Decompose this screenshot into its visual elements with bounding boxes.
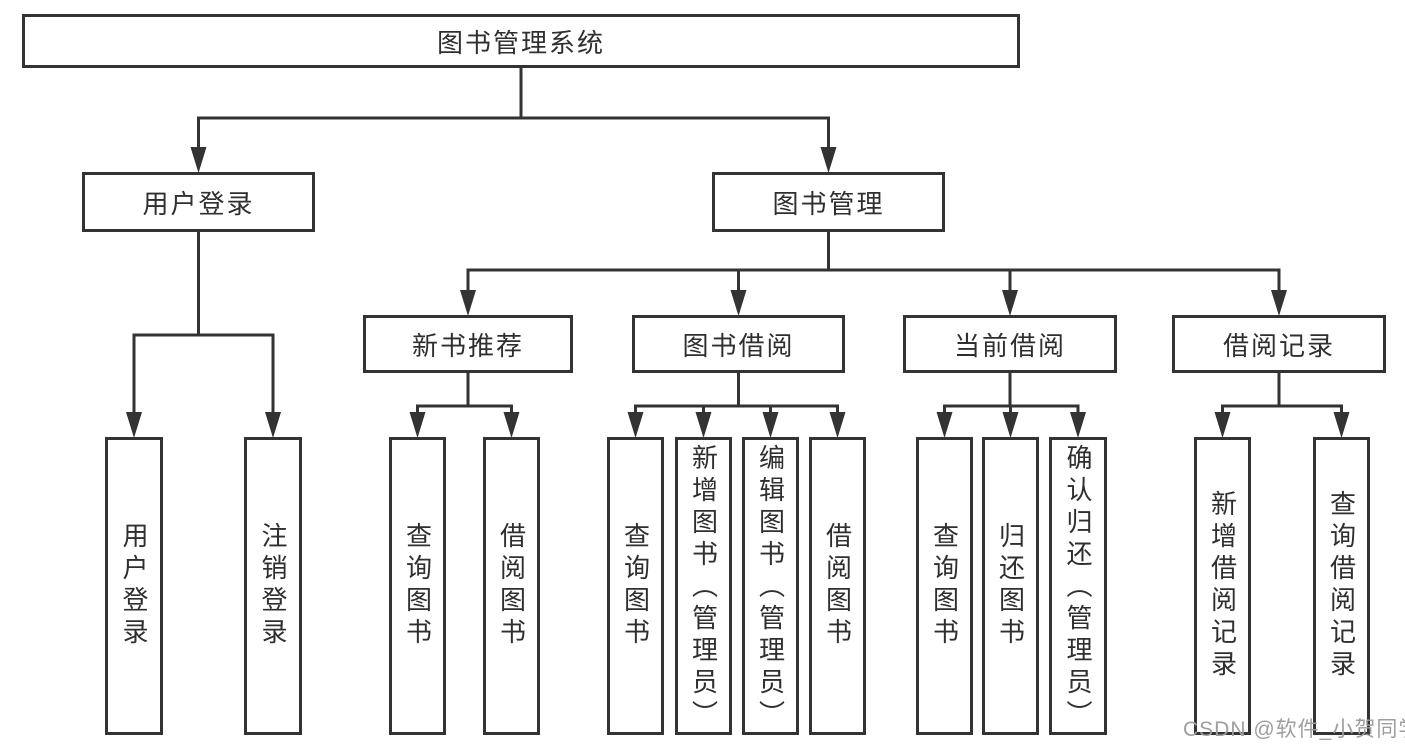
diagram-node-leaf-query-books-current: 查询图书 [916,437,973,735]
node-label: 图书管理系统 [436,27,605,58]
diagram-node-borrowing-records: 借阅记录 [1172,315,1386,373]
node-label: 用户登录 [119,522,149,650]
arrowhead-icon [762,412,779,438]
diagram-node-leaf-query-borrow-record: 查询借阅记录 [1313,437,1370,735]
diagram-node-new-book-recommend: 新书推荐 [363,315,573,373]
node-label: 借阅图书 [496,522,527,650]
node-label: 图书管理 [772,188,885,219]
arrowhead-icon [1070,412,1086,438]
node-label: 借阅图书 [822,522,853,650]
diagram-node-leaf-logout: 注销登录 [244,437,302,735]
diagram-node-leaf-add-borrow-record: 新增借阅记录 [1194,437,1251,735]
node-label: 注销登录 [258,522,288,650]
arrowhead-icon [190,147,207,173]
diagram-node-leaf-query-books-recommend: 查询图书 [389,437,446,735]
diagram-node-leaf-add-books-admin: 新增图书（管理员） [675,437,732,735]
node-label: 图书借阅 [682,330,795,361]
arrowhead-icon [936,412,953,438]
diagram-node-leaf-edit-books-admin: 编辑图书（管理员） [742,437,799,735]
arrowhead-icon [1002,412,1019,438]
diagram-node-leaf-borrow-books-borrowing: 借阅图书 [809,437,866,735]
node-label: 新增图书（管理员） [688,444,719,732]
node-label: 新书推荐 [411,330,524,361]
diagram-node-leaf-borrow-books-recommend: 借阅图书 [483,437,540,735]
arrowhead-icon [265,412,281,438]
node-label: 查询借阅记录 [1326,490,1357,682]
arrowhead-icon [695,412,712,438]
arrowhead-icon [1002,290,1018,316]
diagram-node-book-borrowing: 图书借阅 [632,315,845,373]
arrowhead-icon [409,412,426,438]
arrowhead-icon [460,290,476,316]
arrowhead-icon [820,147,837,173]
node-label: 借阅记录 [1222,330,1335,361]
node-label: 归还图书 [995,522,1026,650]
watermark: CSDN @软件_小贺同学 [1183,718,1405,741]
diagram-node-leaf-return-books: 归还图书 [982,437,1039,735]
node-label: 查询图书 [402,522,433,650]
arrowhead-icon [829,412,846,438]
diagram-node-leaf-user-login: 用户登录 [105,437,163,735]
diagram-node-book-management: 图书管理 [712,172,945,232]
node-label: 查询图书 [929,522,960,650]
arrowhead-icon [503,412,520,438]
node-label: 当前借阅 [953,330,1066,361]
arrowhead-icon [126,412,142,438]
node-label: 编辑图书（管理员） [755,444,786,732]
diagram-node-leaf-query-books-borrowing: 查询图书 [607,437,664,735]
node-label: 确认归还（管理员） [1063,444,1093,732]
arrowhead-icon [627,412,644,438]
node-label: 查询图书 [620,522,651,650]
arrowhead-icon [1271,290,1287,316]
arrowhead-icon [1333,412,1350,438]
diagram-node-root: 图书管理系统 [22,14,1020,68]
diagram-node-user-login-branch: 用户登录 [82,172,315,232]
diagram-node-leaf-confirm-return-admin: 确认归还（管理员） [1049,437,1107,735]
arrowhead-icon [1214,412,1231,438]
node-label: 用户登录 [142,188,255,219]
diagram-node-current-borrowing: 当前借阅 [903,315,1117,373]
node-label: 新增借阅记录 [1207,490,1238,682]
arrowhead-icon [730,290,747,316]
